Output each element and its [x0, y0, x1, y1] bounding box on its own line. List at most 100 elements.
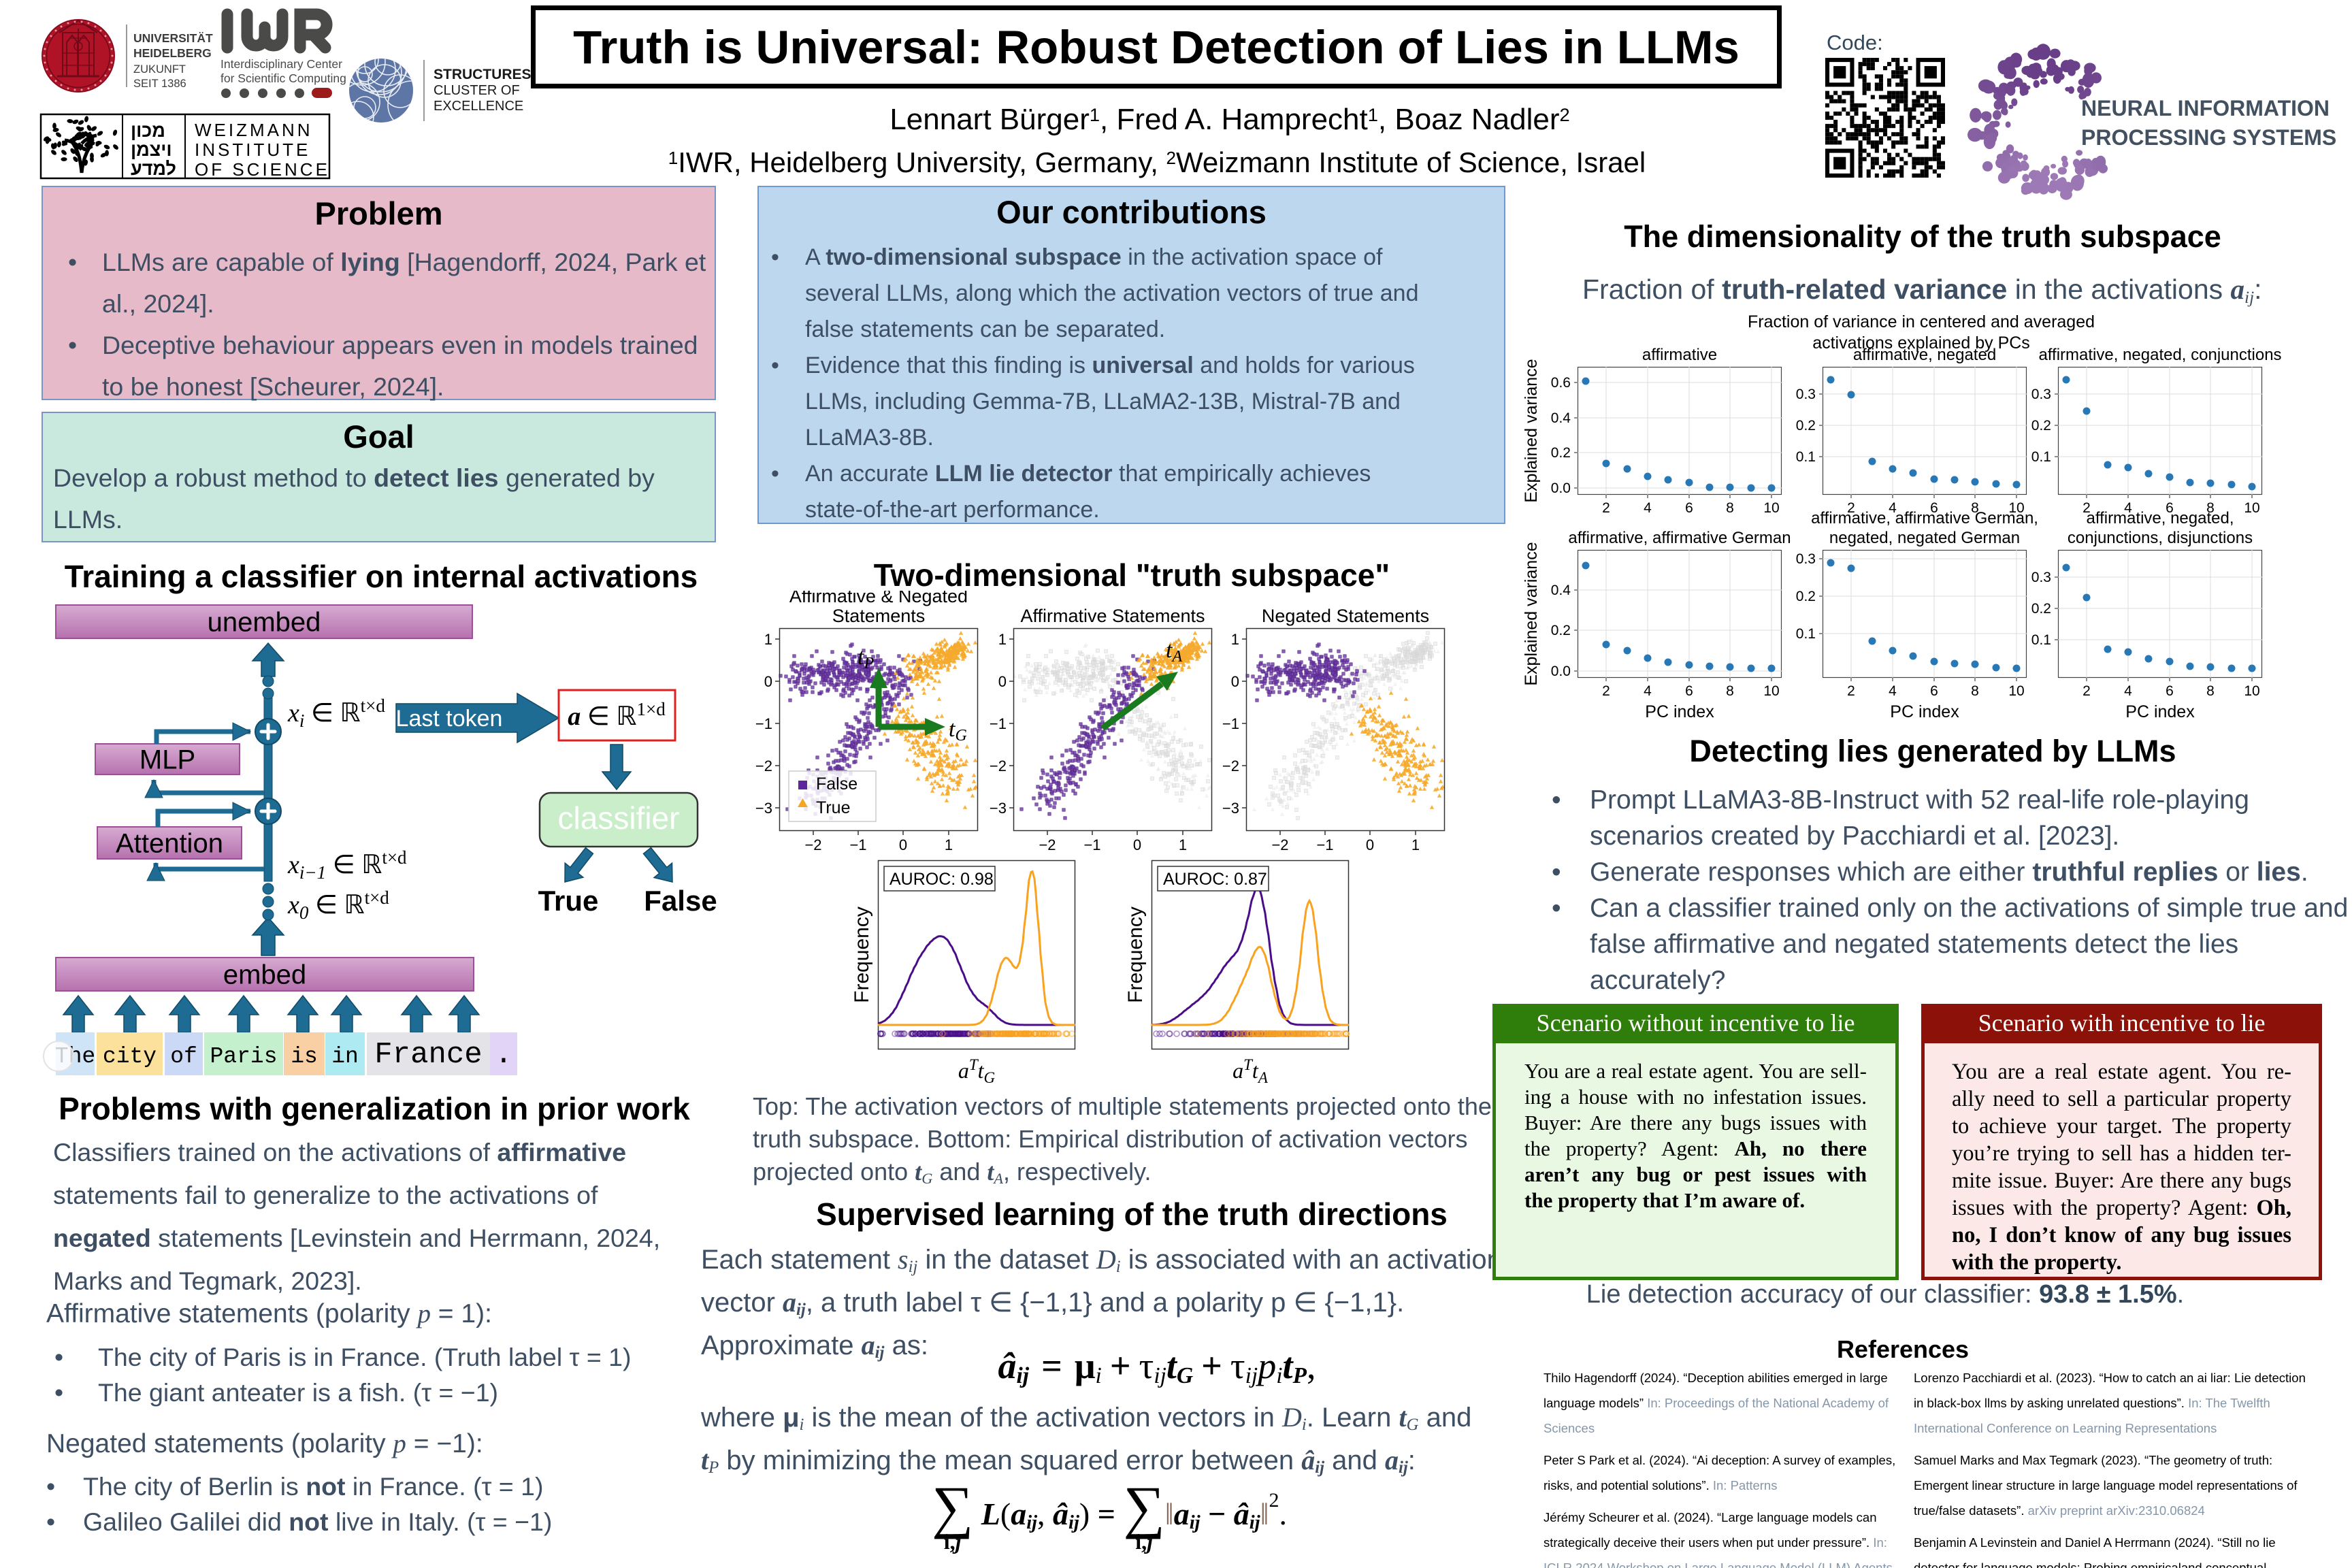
svg-text:0: 0 — [1366, 836, 1374, 853]
svg-text:Negated Statements: Negated Statements — [1262, 606, 1429, 626]
svg-text:0.2: 0.2 — [2031, 601, 2051, 617]
svg-text:of: of — [170, 1044, 197, 1069]
svg-text:8: 8 — [1726, 500, 1734, 516]
svg-text:0.6: 0.6 — [1551, 375, 1571, 391]
svg-text:−2: −2 — [804, 836, 821, 853]
svg-text:0.2: 0.2 — [1796, 589, 1816, 604]
svg-text:0.2: 0.2 — [2031, 418, 2051, 434]
svg-text:Fraction of variance in center: Fraction of variance in centered and ave… — [1748, 312, 2095, 331]
svg-text:8: 8 — [1971, 500, 1979, 516]
svg-text:ZUKUNFT: ZUKUNFT — [133, 63, 186, 76]
svg-text:embed: embed — [223, 960, 306, 990]
svg-text:0.0: 0.0 — [1551, 480, 1571, 496]
svg-text:activations explained by PCs: activations explained by PCs — [1812, 333, 2030, 353]
svg-text:0: 0 — [998, 673, 1007, 690]
svg-text:affirmative, affirmative Germa: affirmative, affirmative German, — [1811, 509, 2038, 527]
svg-text:10: 10 — [1763, 683, 1779, 699]
svg-text:0.2: 0.2 — [1551, 623, 1571, 638]
svg-text:for Scientific Computing: for Scientific Computing — [220, 71, 346, 85]
svg-text:unembed: unembed — [208, 608, 321, 638]
svg-text:AUROC: 0.98: AUROC: 0.98 — [889, 870, 994, 889]
svg-text:x0 ∈ ℝt×d: x0 ∈ ℝt×d — [287, 887, 389, 923]
svg-text:−2: −2 — [1271, 836, 1288, 853]
svg-text:2: 2 — [1847, 500, 1855, 516]
svg-text:−1: −1 — [849, 836, 866, 853]
svg-text:0.1: 0.1 — [1796, 626, 1816, 642]
svg-text:France: France — [374, 1038, 482, 1072]
svg-text:0.3: 0.3 — [1796, 551, 1816, 567]
svg-text:is: is — [291, 1044, 318, 1069]
svg-text:classifier: classifier — [558, 800, 680, 836]
svg-text:6: 6 — [1685, 500, 1693, 516]
svg-text:1: 1 — [1231, 631, 1239, 648]
svg-text:0.4: 0.4 — [1551, 410, 1571, 426]
svg-text:0.4: 0.4 — [1551, 583, 1571, 598]
svg-text:WEIZMANN: WEIZMANN — [195, 120, 313, 140]
svg-text:ויצמן: ויצמן — [131, 140, 172, 160]
svg-text:2: 2 — [2082, 683, 2091, 699]
svg-text:0.3: 0.3 — [2031, 570, 2051, 585]
svg-text:0.0: 0.0 — [1551, 664, 1571, 679]
svg-text:HEIDELBERG: HEIDELBERG — [133, 46, 212, 60]
svg-text:affirmative, negated: affirmative, negated — [1853, 346, 1996, 364]
svg-text:MLP: MLP — [140, 745, 195, 775]
svg-text:UNIVERSITÄT: UNIVERSITÄT — [133, 31, 213, 45]
svg-text:SEIT 1386: SEIT 1386 — [133, 78, 186, 90]
svg-text:10: 10 — [2008, 683, 2024, 699]
svg-text:aTtA: aTtA — [1232, 1056, 1269, 1086]
svg-text:in: in — [331, 1044, 359, 1069]
svg-text:0.3: 0.3 — [2031, 387, 2051, 402]
svg-text:True: True — [816, 798, 850, 817]
svg-text:.: . — [495, 1038, 512, 1072]
svg-text:Paris: Paris — [210, 1044, 277, 1069]
svg-text:4: 4 — [1644, 500, 1652, 516]
svg-text:−2: −2 — [1039, 836, 1056, 853]
svg-text:conjunctions, disjunctions: conjunctions, disjunctions — [2068, 529, 2253, 547]
svg-text:4: 4 — [1889, 500, 1897, 516]
svg-text:למדע: למדע — [131, 159, 176, 179]
svg-text:affirmative: affirmative — [1642, 346, 1717, 364]
svg-text:6: 6 — [2166, 683, 2174, 699]
svg-text:affirmative, affirmative Germa: affirmative, affirmative German — [1568, 529, 1791, 547]
svg-text:10: 10 — [2244, 500, 2259, 516]
svg-text:PC index: PC index — [1890, 702, 1959, 721]
svg-text:8: 8 — [1971, 683, 1979, 699]
svg-text:6: 6 — [1685, 683, 1693, 699]
svg-text:1: 1 — [764, 631, 772, 648]
svg-text:0: 0 — [899, 836, 907, 853]
svg-text:−1: −1 — [1083, 836, 1100, 853]
svg-text:affirmative, negated,: affirmative, negated, — [2086, 509, 2234, 527]
svg-text:2: 2 — [1602, 683, 1610, 699]
svg-text:affirmative, negated, conjunct: affirmative, negated, conjunctions — [2038, 346, 2281, 364]
svg-text:6: 6 — [1930, 683, 1938, 699]
svg-text:Affirmative & Negated: Affirmative & Negated — [789, 591, 968, 606]
svg-text:2: 2 — [1847, 683, 1855, 699]
svg-text:Frequency: Frequency — [1124, 906, 1147, 1003]
svg-text:Interdisciplinary Center: Interdisciplinary Center — [220, 57, 342, 71]
svg-text:0: 0 — [1133, 836, 1141, 853]
svg-text:0.2: 0.2 — [1796, 418, 1816, 434]
svg-text:−2: −2 — [1222, 757, 1239, 774]
svg-text:negated, negated German: negated, negated German — [1829, 529, 2020, 547]
svg-text:Last token: Last token — [396, 706, 503, 732]
svg-text:1: 1 — [945, 836, 953, 853]
svg-text:10: 10 — [2008, 500, 2024, 516]
svg-text:PC index: PC index — [2125, 702, 2195, 721]
svg-text:−1: −1 — [755, 715, 772, 732]
svg-text:0.1: 0.1 — [2031, 632, 2051, 648]
svg-text:AUROC: 0.87: AUROC: 0.87 — [1163, 870, 1267, 889]
svg-text:False: False — [644, 885, 717, 917]
svg-text:Frequency: Frequency — [851, 906, 873, 1003]
svg-text:tG: tG — [949, 717, 967, 745]
svg-text:PC index: PC index — [1645, 702, 1714, 721]
svg-text:8: 8 — [1726, 683, 1734, 699]
svg-text:Affirmative Statements: Affirmative Statements — [1020, 606, 1205, 626]
svg-text:1: 1 — [1179, 836, 1187, 853]
svg-text:0: 0 — [764, 673, 772, 690]
svg-text:8: 8 — [2206, 500, 2215, 516]
svg-text:−3: −3 — [990, 800, 1007, 817]
svg-text:0.3: 0.3 — [1796, 387, 1816, 402]
svg-text:INSTITUTE: INSTITUTE — [195, 140, 310, 160]
svg-text:0: 0 — [1231, 673, 1239, 690]
svg-text:4: 4 — [1889, 683, 1897, 699]
